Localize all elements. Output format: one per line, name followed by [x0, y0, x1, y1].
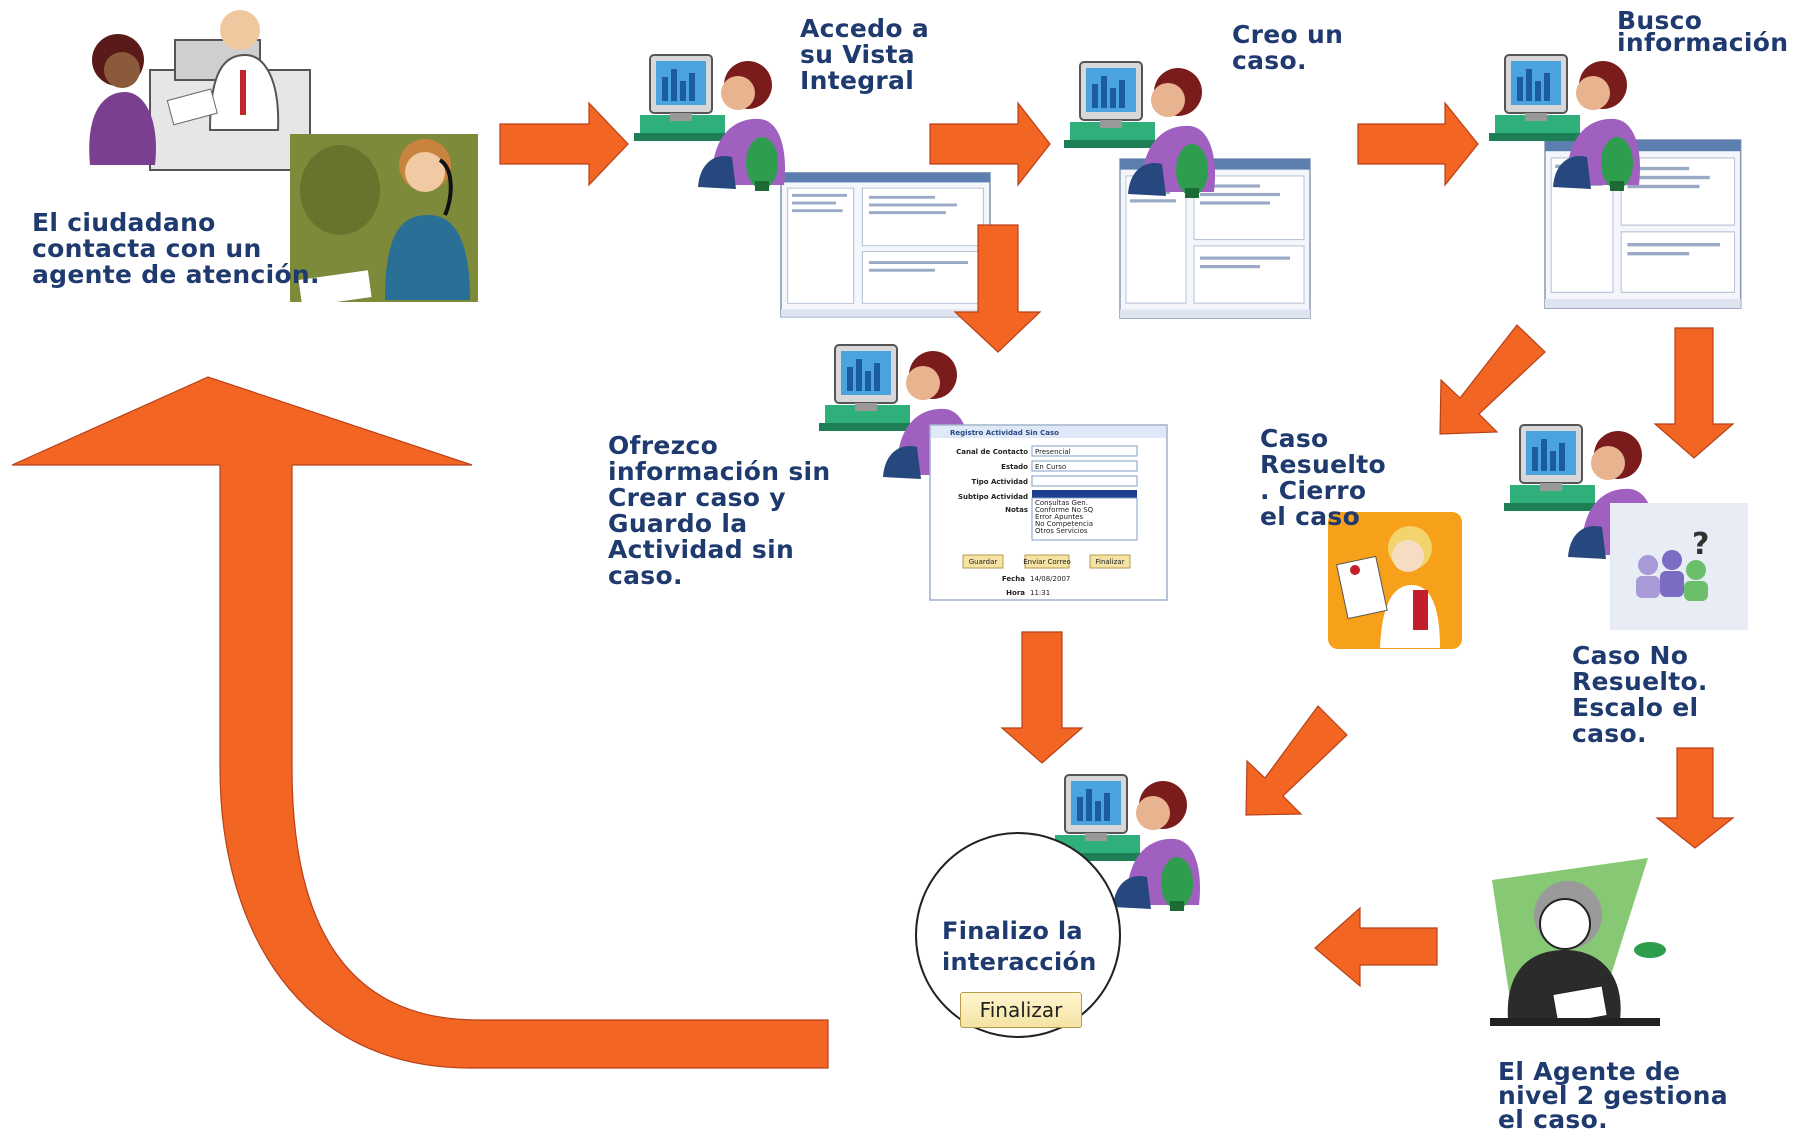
svg-text:Notas: Notas	[1005, 506, 1028, 514]
form-title: Registro Actividad Sin Caso	[950, 429, 1059, 437]
agent-phone-photo-icon	[290, 134, 478, 307]
arrow-return-to-start	[11, 376, 829, 1069]
agent-workstation-icon-2	[1063, 61, 1311, 319]
arrow-access-to-offer	[953, 224, 1042, 353]
svg-text:Finalizar: Finalizar	[1096, 558, 1125, 566]
level2-agent-icon	[1490, 858, 1666, 1026]
flow-arrows	[11, 101, 1735, 1069]
svg-text:14/08/2007: 14/08/2007	[1030, 575, 1070, 583]
arrow-create-to-search	[1357, 101, 1479, 187]
svg-text:En Curso: En Curso	[1035, 463, 1066, 471]
arrow-search-to-resolved	[1439, 324, 1546, 435]
svg-text:Canal de Contacto: Canal de Contacto	[956, 448, 1028, 456]
svg-text:Estado: Estado	[1001, 463, 1028, 471]
citizen-counter-icon	[89, 10, 311, 171]
svg-text:?: ?	[1692, 527, 1709, 562]
escalation-question-icon: ?	[1610, 503, 1748, 630]
arrow-offer-to-finish	[1000, 631, 1084, 764]
arrow-access-to-create	[929, 101, 1051, 187]
svg-text:Error Apuntes: Error Apuntes	[1035, 513, 1083, 521]
svg-text:Hora: Hora	[1006, 589, 1025, 597]
svg-text:Consultas Gen.: Consultas Gen.	[1035, 499, 1088, 507]
finish-button[interactable]: Finalizar	[960, 992, 1082, 1028]
svg-text:Tipo Actividad: Tipo Actividad	[972, 478, 1028, 486]
arrow-level2-to-finish	[1314, 906, 1438, 988]
svg-text:Fecha: Fecha	[1002, 575, 1025, 583]
svg-text:Otros Servicios: Otros Servicios	[1035, 527, 1088, 535]
svg-text:Conforme No SQ: Conforme No SQ	[1035, 506, 1094, 514]
arrow-unresolved-to-level2	[1655, 747, 1735, 849]
svg-text:Presencial: Presencial	[1035, 448, 1071, 456]
finish-zoom-circle	[915, 832, 1121, 1038]
svg-text:11:31: 11:31	[1030, 589, 1050, 597]
arrow-search-to-unresolved	[1653, 327, 1735, 459]
arrow-contact-to-access	[499, 101, 629, 187]
case-resolved-icon	[1328, 512, 1462, 649]
svg-text:Guardar: Guardar	[969, 558, 998, 566]
activity-form-screenshot: Registro Actividad Sin Caso Canal de Con…	[929, 424, 1168, 601]
agent-workstation-icon-3	[1488, 54, 1742, 309]
svg-text:Enviar Correo: Enviar Correo	[1023, 558, 1071, 566]
svg-text:No Competencia: No Competencia	[1035, 520, 1093, 528]
arrow-resolved-to-finish	[1245, 705, 1348, 816]
svg-text:Subtipo Actividad: Subtipo Actividad	[958, 493, 1028, 501]
